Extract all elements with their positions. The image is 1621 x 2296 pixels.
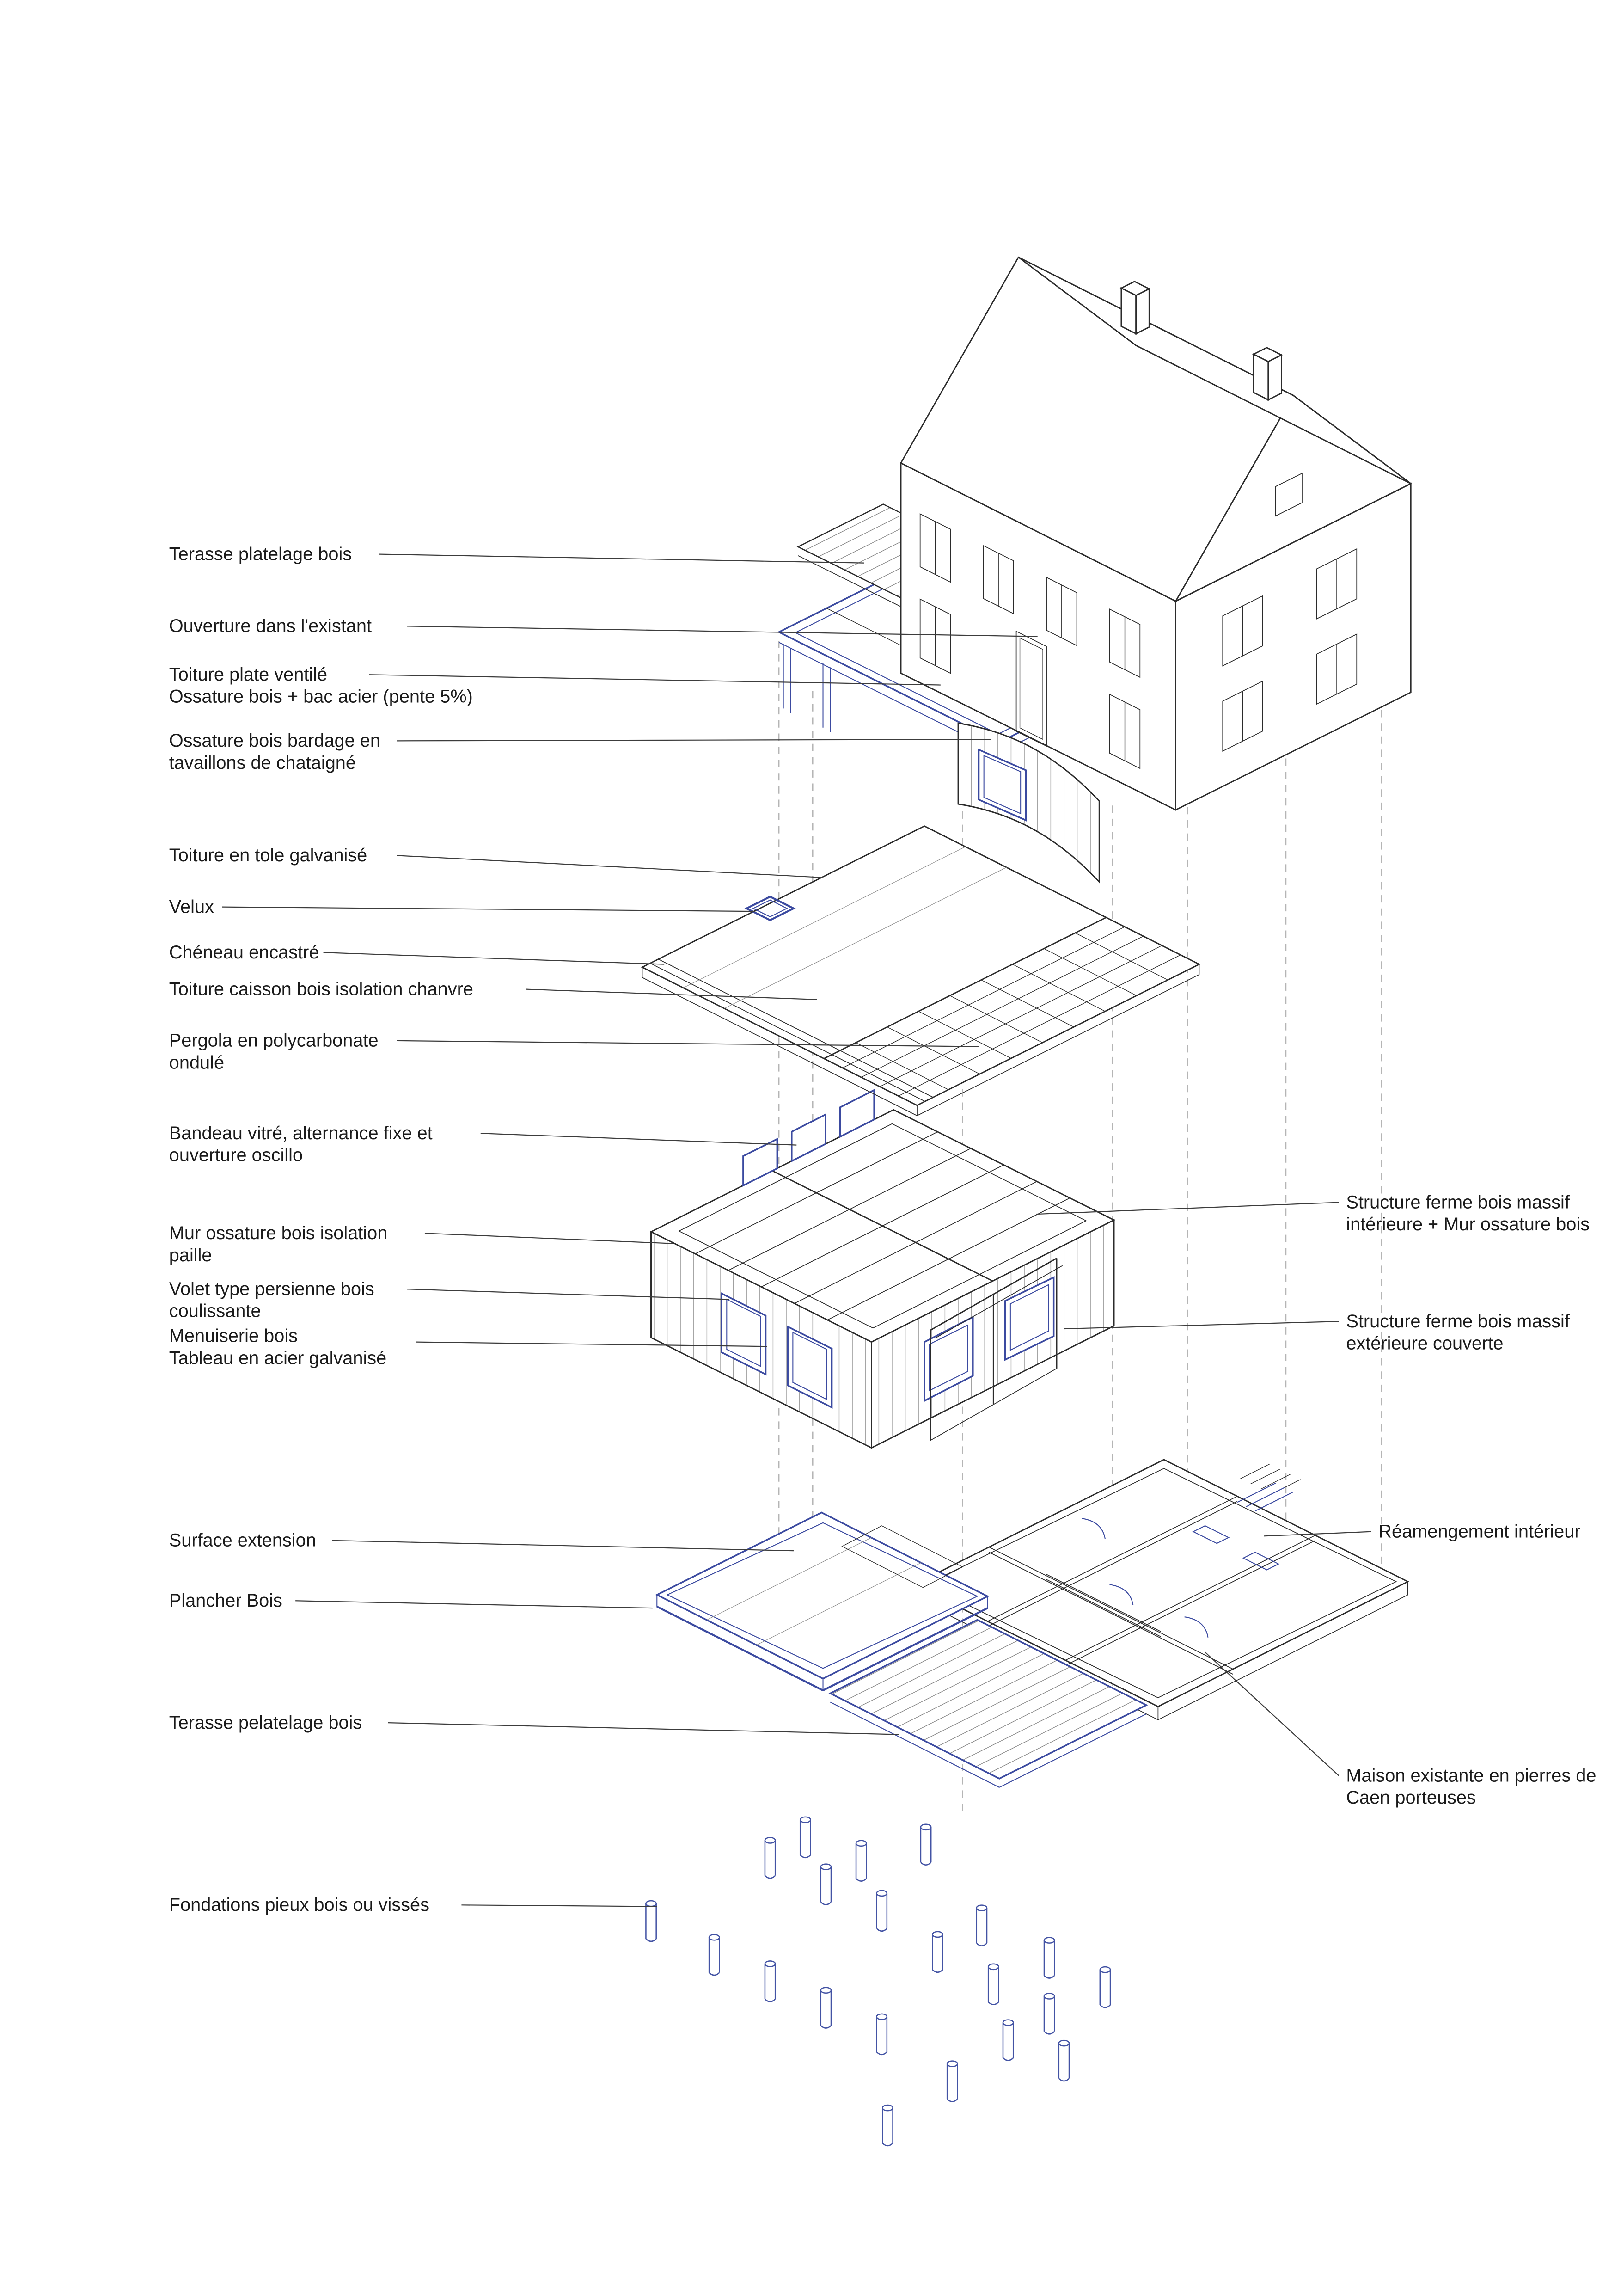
label: Caen porteuses <box>1346 1787 1476 1808</box>
label: Structure ferme bois massif <box>1346 1311 1570 1332</box>
leader-line <box>379 553 864 564</box>
label: paille <box>169 1245 212 1265</box>
external-frame-posts <box>930 1258 1063 1441</box>
label: Maison existante en pierres de <box>1346 1765 1596 1786</box>
annotation-sliding-shutter: Volet type persienne bois coulissante <box>169 1279 729 1321</box>
annotation-existing-stone-house: Maison existante en pierres de Caen port… <box>1205 1651 1596 1808</box>
label: Terasse pelatelage bois <box>169 1713 362 1733</box>
label: coulissante <box>169 1301 261 1321</box>
leader-line <box>1264 1531 1371 1537</box>
leader-line <box>388 1722 899 1735</box>
annotation-pergola: Pergola en polycarbonate ondulé <box>169 1031 979 1073</box>
leader-line <box>1064 1321 1339 1330</box>
extension-windows <box>721 1276 1055 1409</box>
annotation-opening-existing: Ouverture dans l'existant <box>169 616 1038 637</box>
label: Mur ossature bois isolation <box>169 1223 388 1243</box>
label: Chéneau encastré <box>169 942 319 963</box>
leader-line <box>332 1540 794 1552</box>
label: Toiture caisson bois isolation chanvre <box>169 979 473 999</box>
annotation-frame-exterior: Structure ferme bois massif extérieure c… <box>1064 1311 1570 1354</box>
terrace-deck-lower <box>828 1619 1148 1788</box>
chimney <box>1252 347 1283 401</box>
foundation-piles <box>645 1816 1111 2147</box>
leader-line <box>222 906 756 912</box>
label: Bandeau vitré, alternance fixe et <box>169 1123 433 1143</box>
label: extérieure couverte <box>1346 1333 1503 1354</box>
gable-windows <box>1222 473 1358 752</box>
label: tavaillons de chataigné <box>169 753 356 773</box>
annotation-interior-rearrangement: Réamengement intérieur <box>1264 1522 1581 1542</box>
leader-line <box>397 739 991 742</box>
annotation-cladding-chestnut: Ossature bois bardage en tavaillons de c… <box>169 731 991 773</box>
label: Structure ferme bois massif <box>1346 1192 1570 1212</box>
leader-line <box>461 1904 657 1907</box>
leader-line <box>295 1600 653 1609</box>
annotation-hemp-roof-box: Toiture caisson bois isolation chanvre <box>169 979 817 1001</box>
facade-door-opening <box>1015 631 1047 747</box>
leader-line <box>416 1341 767 1347</box>
label: Ossature bois + bac acier (pente 5%) <box>169 687 473 707</box>
leader-line <box>323 952 665 965</box>
label: Ouverture dans l'existant <box>169 616 372 636</box>
label: Plancher Bois <box>169 1590 282 1611</box>
leader-line <box>397 855 823 878</box>
label: Pergola en polycarbonate <box>169 1031 379 1051</box>
leader-line <box>1036 1202 1339 1215</box>
wall-structure-layer <box>649 1088 1116 1449</box>
annotation-glazed-band: Bandeau vitré, alternance fixe et ouvert… <box>169 1123 797 1166</box>
label: Volet type persienne bois <box>169 1279 374 1299</box>
leader-line <box>1205 1651 1340 1776</box>
label: Réamengement intérieur <box>1378 1522 1580 1542</box>
extension-floor-plate <box>655 1511 990 1691</box>
label: Surface extension <box>169 1530 316 1551</box>
leader-line <box>369 674 941 686</box>
annotation-terrace-deck-top: Terasse platelage bois <box>169 544 864 564</box>
pergola-grid <box>824 916 1181 1097</box>
annotation-terrace-deck-bottom: Terasse pelatelage bois <box>169 1713 899 1735</box>
label: Fondations pieux bois ou vissés <box>169 1895 429 1915</box>
label: Toiture plate ventilé <box>169 664 327 685</box>
roof-frame-beams <box>695 1131 1070 1320</box>
label: Ossature bois bardage en <box>169 731 380 751</box>
label: Velux <box>169 896 214 917</box>
annotations: Terasse platelage bois Ouverture dans l'… <box>169 544 1597 1915</box>
canopy-posts <box>783 644 831 732</box>
annotation-surface-extension: Surface extension <box>169 1530 794 1552</box>
label: Tableau en acier galvanisé <box>169 1348 387 1368</box>
leader-line <box>424 1233 673 1244</box>
leader-line <box>407 626 1038 637</box>
roof-plane-layer <box>641 825 1201 1116</box>
label: intérieure + Mur ossature bois <box>1346 1214 1590 1234</box>
cladding-band <box>957 722 1100 884</box>
cladding-window <box>978 748 1027 822</box>
leader-line <box>397 1040 979 1047</box>
leader-line <box>526 988 817 1001</box>
annotation-flat-roof: Toiture plate ventilé Ossature bois + ba… <box>169 664 941 707</box>
leader-line <box>480 1133 797 1146</box>
annotation-straw-wall: Mur ossature bois isolation paille <box>169 1223 673 1265</box>
annotation-foundations: Fondations pieux bois ou vissés <box>169 1895 657 1915</box>
label: Menuiserie bois <box>169 1326 298 1346</box>
gutter-channel <box>650 958 934 1102</box>
label: ondulé <box>169 1052 224 1073</box>
annotation-gutter: Chéneau encastré <box>169 942 665 965</box>
annotation-velux: Velux <box>169 896 756 917</box>
velux-window <box>744 896 796 921</box>
label: Toiture en tole galvanisé <box>169 845 367 866</box>
annotation-metal-roof: Toiture en tole galvanisé <box>169 845 823 878</box>
label: Terasse platelage bois <box>169 544 352 564</box>
entry-steps <box>1240 1463 1301 1495</box>
annotation-frame-interior: Structure ferme bois massif intérieure +… <box>1036 1192 1590 1234</box>
annotation-wood-joinery: Menuiserie bois Tableau en acier galvani… <box>169 1326 767 1368</box>
facade-windows <box>919 513 1141 769</box>
floor-plan-layer <box>912 1459 1410 1720</box>
leader-line <box>407 1289 729 1300</box>
label: ouverture oscillo <box>169 1145 303 1166</box>
chimney <box>1119 281 1151 335</box>
existing-house <box>900 256 1412 811</box>
glazed-band-windows <box>742 1088 875 1187</box>
annotation-wood-floor: Plancher Bois <box>169 1590 653 1611</box>
